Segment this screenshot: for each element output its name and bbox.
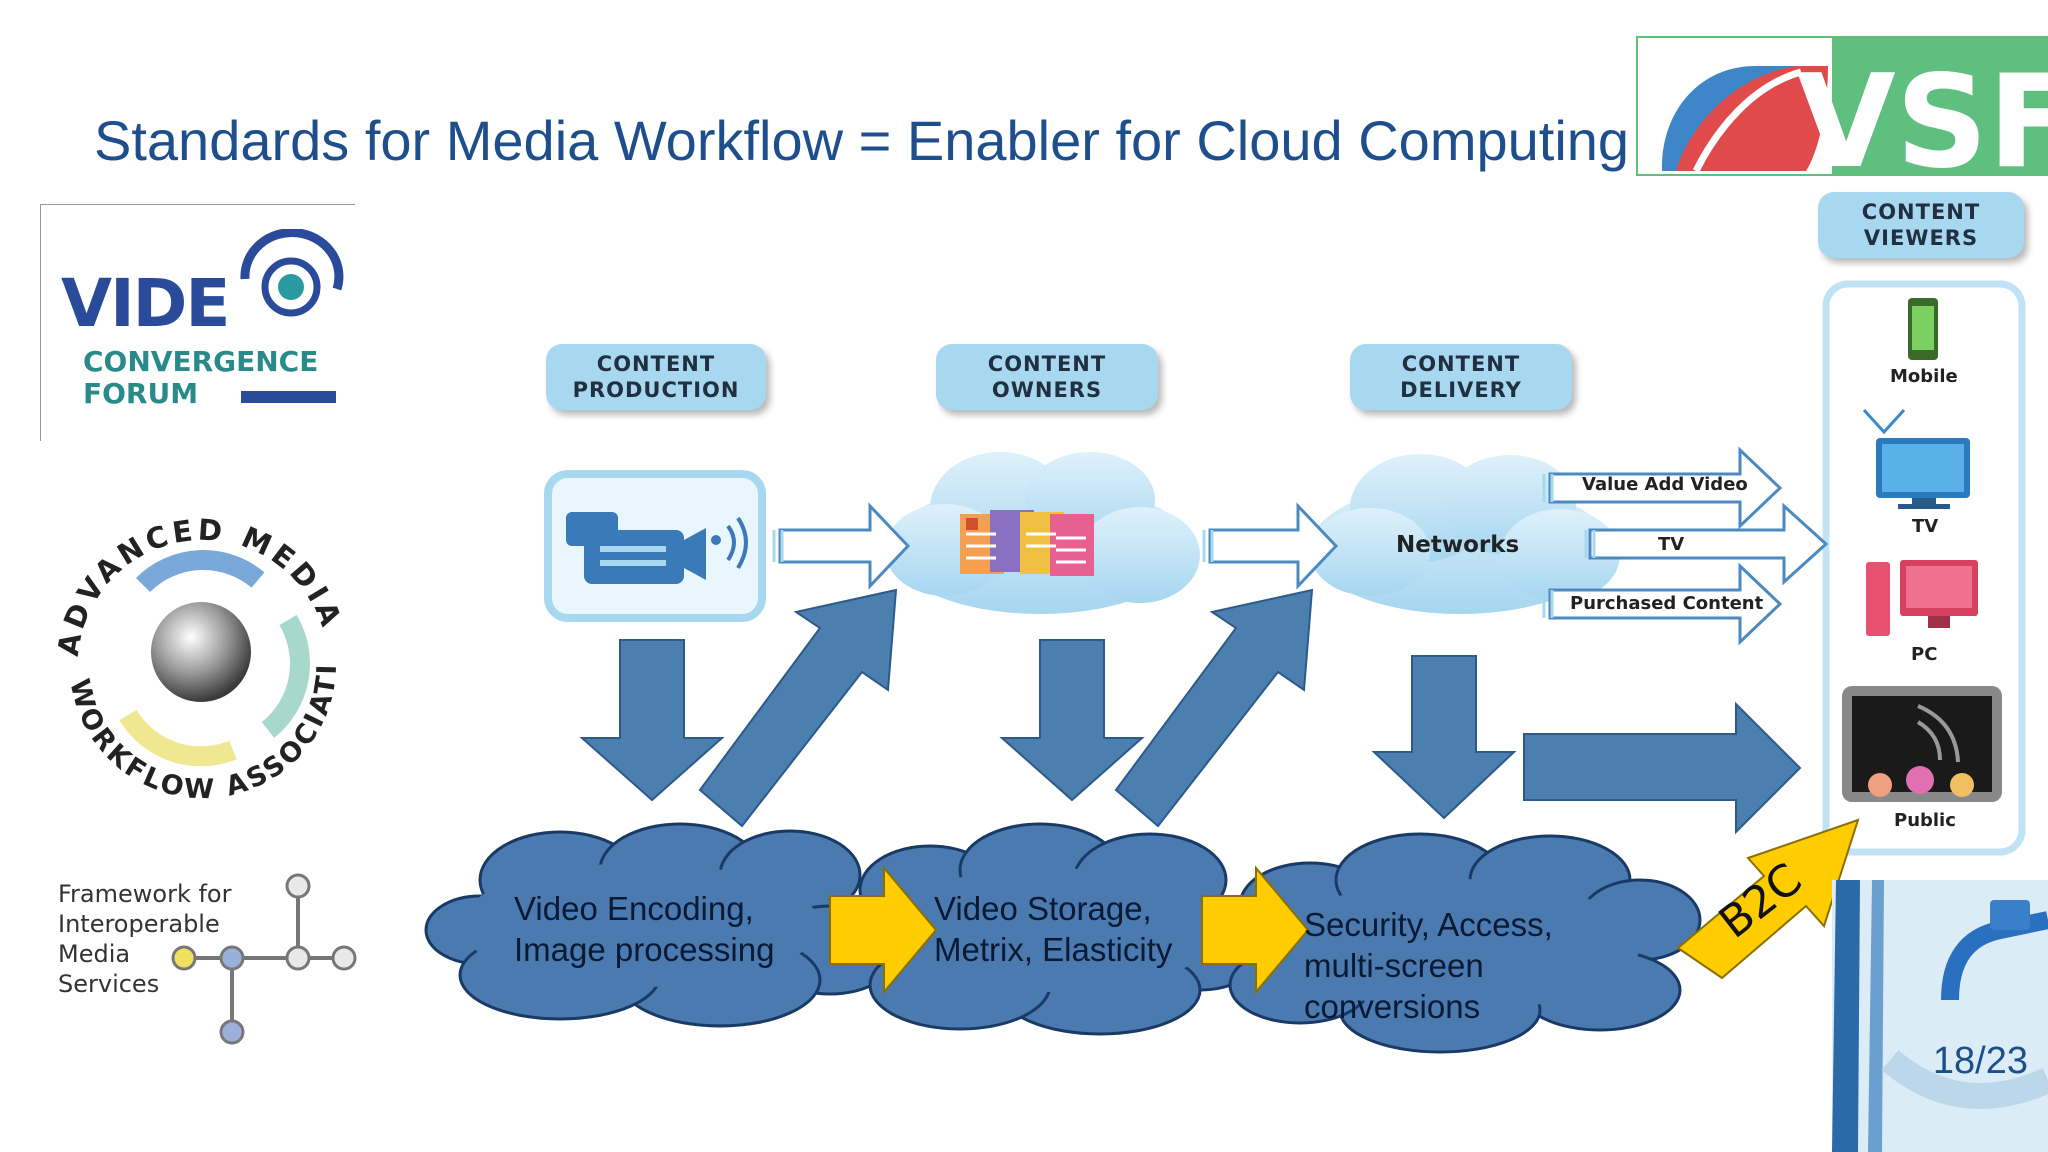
tv-icon xyxy=(1876,438,1970,509)
delivery-output-purchased: Purchased Content xyxy=(1570,593,1764,614)
cloud-text-storage: Video Storage, Metrix, Elasticity xyxy=(934,890,1173,968)
slide-title: Standards for Media Workflow = Enabler f… xyxy=(94,109,1630,172)
cloud-text-encoding: Video Encoding, Image processing xyxy=(514,890,775,968)
viewer-label-mobile: Mobile xyxy=(1890,366,1958,387)
pill-content-delivery-text: CONTENT DELIVERY xyxy=(1400,351,1522,402)
hollow-arrow-purchased xyxy=(1548,562,1783,646)
pill-content-owners: CONTENT OWNERS xyxy=(936,344,1158,410)
up-arrow-production-owners xyxy=(698,588,898,828)
vcf-logo-word: VIDE xyxy=(61,265,231,342)
mobile-phone-icon xyxy=(1908,298,1938,360)
pill-content-production: CONTENT PRODUCTION xyxy=(546,344,766,410)
vcf-logo-line1: CONVERGENCE xyxy=(83,345,319,378)
cable-icon xyxy=(1832,880,2048,1152)
networks-label: Networks xyxy=(1396,532,1520,558)
hollow-arrow-value-add xyxy=(1548,446,1783,530)
yellow-arrow-encoding-storage xyxy=(829,865,938,995)
public-display-icon xyxy=(1842,686,2002,802)
documents-icon xyxy=(960,510,1094,576)
hollow-arrow-production-owners xyxy=(778,502,911,590)
tv-pointer xyxy=(1862,408,1906,435)
delivery-output-tv: TV xyxy=(1658,534,1685,555)
hollow-arrow-owners-delivery xyxy=(1208,502,1339,590)
cloud-text-security: Security, Access, multi-screen conversio… xyxy=(1304,906,1553,1025)
fims-logo: Framework for Interoperable Media Servic… xyxy=(56,870,366,1050)
page-number: 18/23 xyxy=(1932,1040,2028,1082)
up-arrow-owners-delivery xyxy=(1114,588,1314,828)
pill-content-production-text: CONTENT PRODUCTION xyxy=(572,351,740,402)
fims-line-3: Media xyxy=(58,940,131,968)
pill-content-owners-text: CONTENT OWNERS xyxy=(987,351,1107,402)
pill-content-viewers: CONTENT VIEWERS xyxy=(1818,192,2024,258)
vsf-logo: VSF xyxy=(1634,34,2048,197)
video-convergence-forum-logo: VIDE CONVERGENCE FORUM xyxy=(40,204,355,441)
networks-cloud xyxy=(1310,454,1620,614)
pill-content-viewers-text: CONTENT VIEWERS xyxy=(1861,199,1981,250)
down-arrow-production xyxy=(579,639,725,802)
yellow-arrow-storage-security xyxy=(1201,865,1310,995)
vcf-logo-bar xyxy=(241,391,336,403)
fims-line-2: Interoperable xyxy=(58,910,220,938)
fims-line-1: Framework for xyxy=(58,880,232,908)
vcf-logo-line2: FORUM xyxy=(83,377,199,410)
viewer-label-tv: TV xyxy=(1912,516,1939,537)
bottom-cloud-security xyxy=(1228,832,1702,1054)
viewer-label-public: Public xyxy=(1894,810,1956,831)
right-arrow-to-viewers xyxy=(1523,701,1802,835)
bottom-cloud-encoding xyxy=(424,822,902,1028)
vcf-eye-icon xyxy=(240,229,344,317)
down-arrow-delivery xyxy=(1371,655,1517,820)
pill-content-delivery: CONTENT DELIVERY xyxy=(1350,344,1572,410)
vsf-logo-text: VSF xyxy=(1797,48,2048,176)
hollow-arrow-tv xyxy=(1588,502,1829,586)
viewer-label-pc: PC xyxy=(1911,644,1938,665)
video-camera-icon xyxy=(566,512,748,584)
delivery-output-value-add: Value Add Video xyxy=(1582,474,1748,495)
down-arrow-owners xyxy=(999,639,1145,802)
fims-line-4: Services xyxy=(58,970,160,998)
amwa-logo: ADVANCED MEDIA WORKFLOW ASSOCIATION xyxy=(35,476,358,810)
b2c-arrow xyxy=(1676,818,1860,980)
pc-icon xyxy=(1866,560,1978,636)
